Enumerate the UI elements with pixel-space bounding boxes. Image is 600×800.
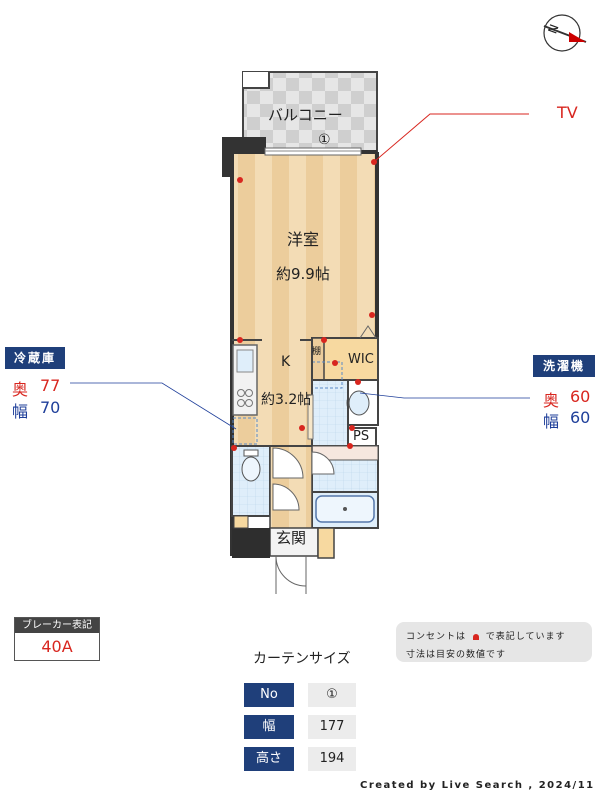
outlet-marker-icon [472,633,479,640]
curtain-row-value: 177 [308,715,356,739]
entrance-area [232,515,335,594]
balcony-label: バルコニー [268,106,343,124]
washer-depth-label: 奥 [543,391,560,410]
kitchen-label: K [281,354,291,370]
compass [543,14,587,52]
washer-width-label: 幅 [543,412,560,431]
washer-leader-line [359,392,530,399]
notes-box: コンセントは で表記しています 寸法は目安の数値です [396,622,592,662]
breaker-box: ブレーカー表記 40A [14,617,100,661]
ps-label: PS [353,429,370,444]
tv-leader-line [374,113,529,162]
washer-width-value: 60 [570,408,591,427]
outlets [231,159,377,451]
fridge-title: 冷蔵庫 [5,347,65,369]
curtain-title: カーテンサイズ [253,651,351,667]
fridge-width-value: 70 [40,398,61,417]
curtain-row-label: No [244,683,294,707]
dimension-note: 寸法は目安の数値です [406,650,507,660]
wet-area [311,361,379,529]
fridge-depth-value: 77 [40,376,61,395]
western-room-floor [232,152,377,340]
partition-walls [232,338,313,447]
curtain-row-value: 194 [308,747,356,771]
curtain-row-label: 高さ [244,747,294,771]
footer-credit: Created by Live Search , 2024/11 [360,780,595,791]
fridge-width-label: 幅 [12,402,29,421]
toilet-room [231,445,271,517]
hallway [269,445,335,531]
fridge-depth-label: 奥 [12,380,29,399]
washer-depth-value: 60 [570,387,591,406]
shelf-label: 棚 [312,347,322,357]
sliding-door [307,394,314,440]
kitchen-counter [232,344,258,445]
window-number: ① [318,132,331,148]
breaker-value: 40A [41,637,73,656]
fridge-leader-line [70,382,237,430]
outlet-note-pre: コンセントは [406,632,467,642]
western-room-size: 約9.9帖 [276,265,330,283]
window-1 [264,147,362,156]
curtain-row-label: 幅 [244,715,294,739]
wic-label: WIC [348,352,374,367]
outlet-note: コンセントは で表記しています [406,628,582,646]
breaker-title: ブレーカー表記 [15,618,99,633]
outlet-note-post: で表記しています [485,632,566,642]
washer-title: 洗濯機 [533,355,595,377]
western-room-label: 洋室 [287,230,320,249]
kitchen-size: 約3.2帖 [261,392,312,408]
tv-label: TV [557,103,578,122]
curtain-row-value: ① [308,683,356,707]
entrance-label: 玄関 [276,529,307,547]
